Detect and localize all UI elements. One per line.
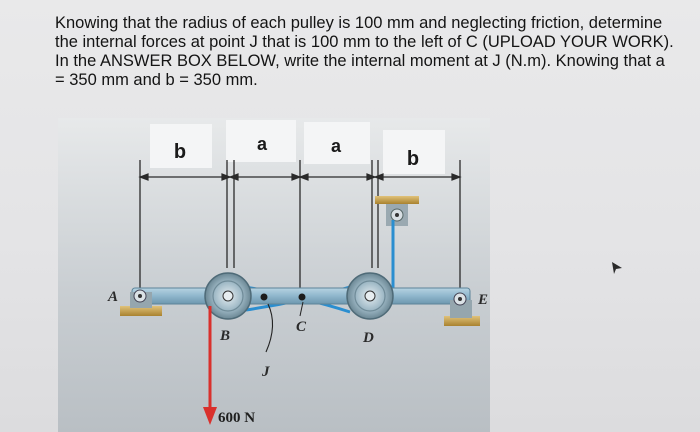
point-c-marker	[298, 293, 306, 301]
label-a: A	[107, 289, 118, 305]
dimension-a-right: a	[331, 136, 342, 156]
dimension-label-box-4	[383, 130, 445, 174]
pulley-b	[204, 272, 252, 320]
point-j-marker	[260, 293, 268, 301]
mouse-cursor-icon	[612, 262, 622, 274]
c-leader-line	[299, 301, 304, 317]
load-arrow	[203, 306, 217, 425]
support-a	[120, 289, 162, 316]
question-line-2: the internal forces at point J that is 1…	[55, 33, 674, 51]
label-e: E	[477, 292, 488, 308]
dimension-line	[138, 173, 462, 181]
j-leader-line	[265, 303, 274, 353]
dimension-label-box-2	[226, 120, 296, 162]
question-line-1: Knowing that the radius of each pulley i…	[55, 14, 663, 32]
dimension-b-right: b	[407, 148, 419, 170]
label-c: C	[296, 319, 307, 335]
top-bracket	[375, 196, 419, 204]
dimension-a-left: a	[257, 134, 268, 154]
question-line-4: = 350 mm and b = 350 mm.	[55, 71, 258, 89]
dimension-label-box-3	[304, 122, 370, 164]
pulley-d	[346, 272, 394, 320]
label-d: D	[362, 330, 374, 346]
top-pin-center	[395, 213, 399, 217]
dimension-label-box-1	[150, 124, 212, 168]
dimension-b-left: b	[174, 141, 186, 163]
question-line-3: In the ANSWER BOX BELOW, write the inter…	[55, 52, 665, 70]
question-text: Knowing that the radius of each pulley i…	[55, 14, 685, 90]
label-b: B	[219, 328, 230, 344]
label-j: J	[261, 364, 270, 380]
load-label: 600 N	[218, 410, 255, 426]
support-e	[444, 292, 480, 326]
